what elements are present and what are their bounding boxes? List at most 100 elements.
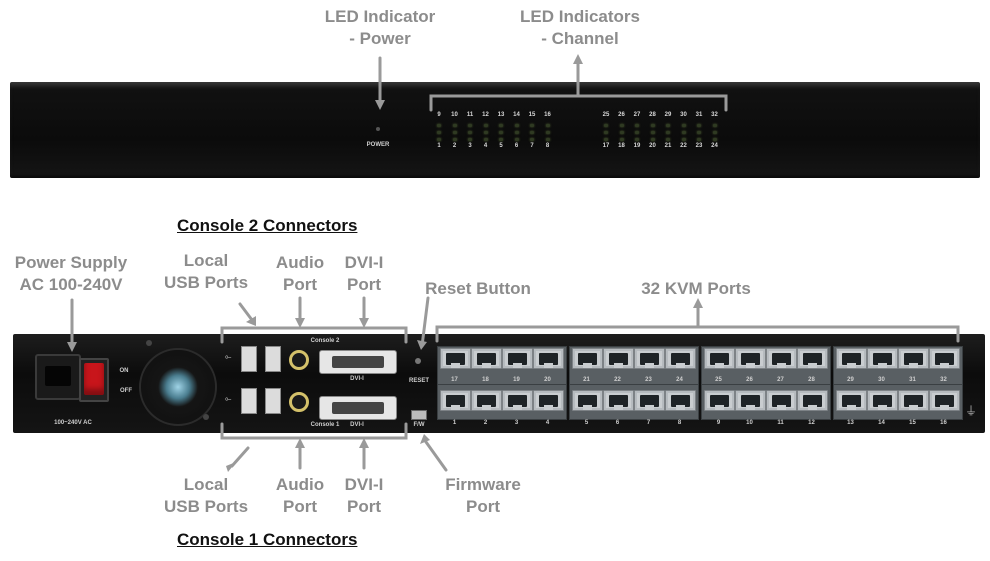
usb-port-c1-b[interactable]: [265, 388, 281, 414]
kvm-port-number: 5: [584, 420, 589, 426]
console2-label: Console 2: [310, 338, 340, 344]
channel-led: [499, 124, 503, 127]
kvm-port-number: 27: [777, 377, 784, 383]
kvm-port-number: 13: [847, 420, 854, 426]
led-number-bottom: 19: [633, 143, 641, 149]
channel-led: [712, 124, 717, 127]
dvi-port-c2[interactable]: [319, 350, 397, 374]
kvm-port[interactable]: [471, 390, 502, 411]
dvi-label-c2: DVI-I: [350, 376, 364, 382]
led-number-top: 30: [680, 112, 687, 118]
reset-button[interactable]: [415, 358, 421, 364]
led-number-bottom: 4: [483, 143, 488, 149]
channel-led: [712, 131, 717, 134]
channel-led: [514, 138, 519, 141]
kvm-port[interactable]: [867, 390, 898, 411]
channel-led: [514, 131, 519, 134]
kvm-port-number: 18: [482, 377, 489, 383]
local-usb-top-callout: Local USB Ports: [163, 251, 249, 292]
kvm-port[interactable]: [603, 348, 634, 369]
kvm-port-number: 31: [909, 377, 916, 383]
kvm-port[interactable]: [634, 390, 665, 411]
kvm-port-number: 3: [514, 420, 519, 426]
kvm-port[interactable]: [735, 390, 766, 411]
led-number-top: 27: [633, 112, 641, 118]
channel-led: [604, 124, 608, 127]
led-power-callout: LED Indicator - Power: [324, 7, 436, 48]
channel-led: [604, 138, 608, 141]
ground-icon: ⏚: [965, 404, 978, 418]
audio-port-c1[interactable]: [289, 392, 309, 412]
channel-led: [468, 138, 472, 141]
kvm-port[interactable]: [766, 390, 797, 411]
channel-led: [681, 138, 686, 141]
kvm-port-number: 4: [545, 420, 550, 426]
channel-led: [666, 131, 670, 134]
kvm-port[interactable]: [704, 348, 735, 369]
kvm-port[interactable]: [533, 348, 564, 369]
kvm-port[interactable]: [898, 348, 929, 369]
kvm-port[interactable]: [440, 390, 471, 411]
kvm-port[interactable]: [898, 390, 929, 411]
kvm-port[interactable]: [867, 348, 898, 369]
kvm-port[interactable]: [440, 348, 471, 369]
dvi-label-c1: DVI-I: [350, 422, 364, 428]
kvm-port-number: 10: [746, 420, 753, 426]
led-number-top: 28: [649, 112, 656, 118]
kvm-port[interactable]: [836, 348, 867, 369]
channel-led: [452, 138, 457, 141]
audio-port-c2[interactable]: [289, 350, 309, 370]
kvm-port[interactable]: [471, 348, 502, 369]
kvm-port[interactable]: [929, 390, 960, 411]
firmware-port[interactable]: [411, 410, 427, 420]
led-number-top: 12: [482, 112, 489, 118]
usb-port-c2-a[interactable]: [241, 346, 257, 372]
usb-port-c1-a[interactable]: [241, 388, 257, 414]
channel-led: [437, 124, 441, 127]
usb-port-c2-b[interactable]: [265, 346, 281, 372]
kvm-port[interactable]: [572, 348, 603, 369]
kvm-port-number: 28: [808, 377, 815, 383]
kvm-port[interactable]: [572, 390, 603, 411]
led-number-bottom: 24: [711, 143, 718, 149]
kvm-port[interactable]: [735, 348, 766, 369]
kvm-port-number: 7: [646, 420, 651, 426]
reset-label: RESET: [408, 378, 429, 384]
kvm-port[interactable]: [797, 348, 828, 369]
led-number-bottom: 20: [649, 143, 656, 149]
kvm-port[interactable]: [665, 348, 696, 369]
led-number-bottom: 22: [680, 143, 687, 149]
off-label: OFF: [120, 388, 132, 394]
kvm-port[interactable]: [665, 390, 696, 411]
dvi-port-c1[interactable]: [319, 396, 397, 420]
channel-led: [452, 131, 457, 134]
audio-top-callout: Audio Port: [275, 253, 325, 294]
led-number-bottom: 7: [530, 143, 534, 149]
led-number-bottom: 3: [468, 143, 472, 149]
led-number-top: 13: [497, 112, 505, 118]
kvm-port-number: 15: [909, 420, 916, 426]
power-switch[interactable]: [79, 358, 109, 402]
kvm-port[interactable]: [929, 348, 960, 369]
kvm-port[interactable]: [533, 390, 564, 411]
kvm-port[interactable]: [766, 348, 797, 369]
channel-led: [499, 131, 503, 134]
led-channel-callout: LED Indicators - Channel: [520, 7, 640, 48]
led-number-top: 16: [544, 112, 551, 118]
channel-led: [483, 131, 488, 134]
kvm-port[interactable]: [634, 348, 665, 369]
local-usb-bottom-callout: Local USB Ports: [163, 475, 249, 516]
led-number-bottom: 17: [602, 143, 610, 149]
channel-led: [530, 131, 534, 134]
led-number-top: 14: [513, 112, 520, 118]
channel-led: [697, 124, 701, 127]
channel-led: [619, 124, 624, 127]
led-number-top: 31: [695, 112, 703, 118]
kvm-port[interactable]: [797, 390, 828, 411]
kvm-port[interactable]: [603, 390, 634, 411]
kvm-port[interactable]: [704, 390, 735, 411]
kvm-port[interactable]: [502, 348, 533, 369]
kvm-port[interactable]: [502, 390, 533, 411]
kvm-port[interactable]: [836, 390, 867, 411]
